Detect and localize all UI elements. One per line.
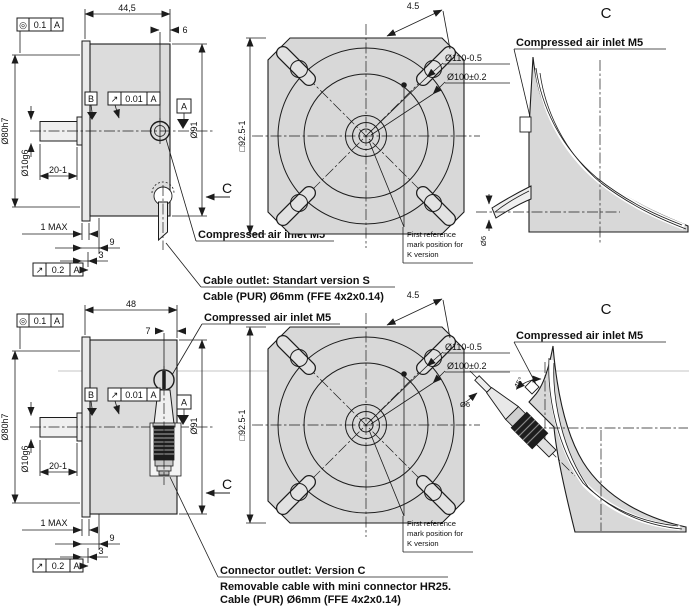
bottom-section-view: C 45° Ø6 [460, 301, 688, 533]
section-letter-bottom: C [222, 476, 232, 492]
connector-outlet-callout-bottom: Connector outlet: Version C Removable ca… [169, 476, 451, 606]
bottom-front-view [237, 290, 510, 552]
datum-a-label: A [181, 102, 187, 112]
datum-b-flag-top: B [84, 91, 98, 120]
dim-dia6-top: Ø6 [479, 236, 488, 246]
tol-concentricity-symbol-b: ◎ [19, 316, 27, 326]
runout-face-frame-top: ↗ 0.2 A [32, 262, 89, 277]
air-inlet-callout-section-bottom: Compressed air inlet M5 [513, 330, 666, 385]
top-front-view [237, 1, 510, 263]
section-body-top [528, 56, 689, 233]
cable-outlet-line2: Cable (PUR) Ø6mm (FFE 4x2x0.14) [203, 291, 384, 303]
tol-runout-face-datum: A [73, 265, 79, 275]
housing-top [89, 43, 171, 217]
cable-exit-section-top [491, 185, 532, 219]
dim-1max-top: 1 MAX [40, 222, 67, 232]
tol-runout-face-symbol: ↗ [36, 265, 44, 275]
dim-9-top: 9 [109, 237, 114, 247]
tol-runout-face-symbol-b: ↗ [36, 561, 44, 571]
dim-dia6-bottom: Ø6 [460, 400, 470, 409]
datum-a-flag-bottom: A [176, 394, 192, 425]
tol-runout-face-value-b: 0.2 [52, 561, 65, 571]
air-inlet-label-section-bottom: Compressed air inlet M5 [516, 330, 643, 342]
dim-dia10-bottom: Ø10g6 [20, 445, 30, 472]
bottom-side-view: 48 7 Ø91 Ø80h7 Ø10g6 20-1 1 MAX [0, 299, 451, 606]
datum-b-flag-bottom: B [84, 387, 98, 416]
section-title-top: C [601, 5, 612, 22]
cable-outlet-line1: Cable outlet: Standart version S [203, 275, 370, 287]
connector-outlet-line3: Cable (PUR) Ø6mm (FFE 4x2x0.14) [220, 594, 401, 606]
dim-dia80-bottom: Ø80h7 [0, 413, 10, 440]
dim-inlet-offset-bottom: 7 [145, 326, 150, 336]
cable-outlet-callout-top: Cable outlet: Standart version S Cable (… [165, 242, 395, 303]
dim-body-width-bottom: 48 [126, 299, 136, 309]
runout-shaft-frame-top: ↗ 0.01 A [107, 91, 161, 119]
dim-shaft-length-bottom: 20-1 [49, 461, 67, 471]
section-c-arrow-top: C [205, 180, 232, 201]
air-inlet-callout-section-top: Compressed air inlet M5 [513, 37, 666, 118]
air-inlet-label-section-top: Compressed air inlet M5 [516, 37, 643, 49]
dim-9-bottom: 9 [109, 533, 114, 543]
dim-dia80-top: Ø80h7 [0, 117, 10, 144]
tol-runout-shaft-datum-b: A [150, 390, 156, 400]
section-letter-top: C [222, 180, 232, 196]
tol-concentricity-datum: A [54, 20, 60, 30]
section-c-arrow-bottom: C [205, 476, 232, 497]
cable-dia-dimension-top: Ø6 [479, 194, 493, 246]
runout-shaft-frame-bottom: ↗ 0.01 A [107, 387, 161, 415]
tol-runout-face-datum-b: A [73, 561, 79, 571]
angled-connector-section-bottom [474, 375, 557, 458]
section-title-bottom: C [601, 301, 612, 318]
datum-b-label-b: B [88, 390, 94, 400]
datum-a-label-b: A [181, 398, 187, 408]
air-inlet-callout-bottom: Compressed air inlet M5 [171, 312, 340, 376]
tol-runout-shaft-symbol: ↗ [111, 94, 119, 104]
concentricity-frame-bottom: ◎ 0.1 A [16, 313, 64, 349]
connector-outlet-line2: Removable cable with mini connector HR25… [220, 581, 451, 593]
section-body-bottom [528, 345, 687, 533]
datum-b-label: B [88, 94, 94, 104]
datum-a-flag-top: A [176, 98, 192, 129]
tol-concentricity-symbol: ◎ [19, 20, 27, 30]
dim-angle-45: 45° [512, 376, 526, 390]
dim-3-top: 3 [98, 250, 103, 260]
air-inlet-port-section-top [519, 116, 532, 133]
dim-inlet-offset-top: 6 [182, 25, 187, 35]
dim-dia91-top: Ø91 [189, 121, 199, 138]
cable-outlet-top [151, 181, 175, 250]
concentricity-frame-top: ◎ 0.1 A [16, 17, 64, 53]
tol-runout-shaft-symbol-b: ↗ [111, 390, 119, 400]
dim-3-bottom: 3 [98, 546, 103, 556]
dim-1max-bottom: 1 MAX [40, 518, 67, 528]
dim-body-width-top: 44,5 [118, 3, 136, 13]
tol-concentricity-value-b: 0.1 [34, 316, 47, 326]
air-inlet-label-bottom: Compressed air inlet M5 [204, 312, 331, 324]
runout-face-frame-bottom: ↗ 0.2 A [32, 558, 89, 573]
cable-dia-dimension-bottom: Ø6 [460, 392, 478, 409]
tol-runout-shaft-value-b: 0.01 [125, 390, 143, 400]
dim-dia91-bottom: Ø91 [189, 417, 199, 434]
tol-runout-shaft-value: 0.01 [125, 94, 143, 104]
connector-outlet-line1: Connector outlet: Version C [220, 565, 366, 577]
top-side-dimensions: 44,5 6 Ø91 Ø80h7 Ø10g6 20-1 1 MAX [0, 3, 207, 267]
tol-runout-shaft-datum: A [150, 94, 156, 104]
bottom-side-dimensions: 48 7 Ø91 Ø80h7 Ø10g6 20-1 1 MAX [0, 299, 207, 563]
connector-outlet-bottom [149, 366, 182, 485]
tol-runout-face-value: 0.2 [52, 265, 65, 275]
tol-concentricity-value: 0.1 [34, 20, 47, 30]
dim-shaft-length-top: 20-1 [49, 165, 67, 175]
tol-concentricity-datum-b: A [54, 316, 60, 326]
dim-dia10-top: Ø10g6 [20, 149, 30, 176]
air-inlet-port-top [149, 118, 171, 144]
top-section-view: C Ø6 Compressed air inlet M5 [476, 5, 689, 246]
